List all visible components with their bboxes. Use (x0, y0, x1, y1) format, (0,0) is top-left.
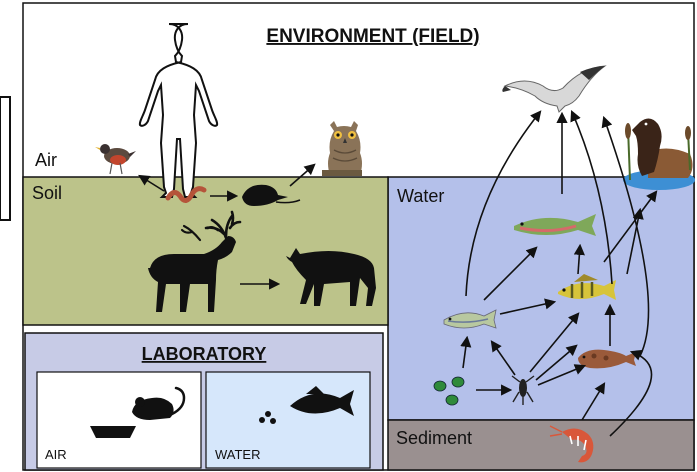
sediment-label: Sediment (396, 428, 472, 448)
soil-label: Soil (32, 183, 62, 203)
lab-water-label: WATER (215, 447, 261, 462)
water-label: Water (397, 186, 444, 206)
laboratory-title: LABORATORY (142, 344, 267, 364)
soil-zone (23, 177, 388, 325)
lab-air-label: AIR (45, 447, 67, 462)
left-bracket (0, 97, 10, 220)
environment-title: ENVIRONMENT (FIELD) (266, 26, 479, 47)
air-label: Air (35, 150, 57, 170)
food-bowl-icon (90, 426, 136, 438)
